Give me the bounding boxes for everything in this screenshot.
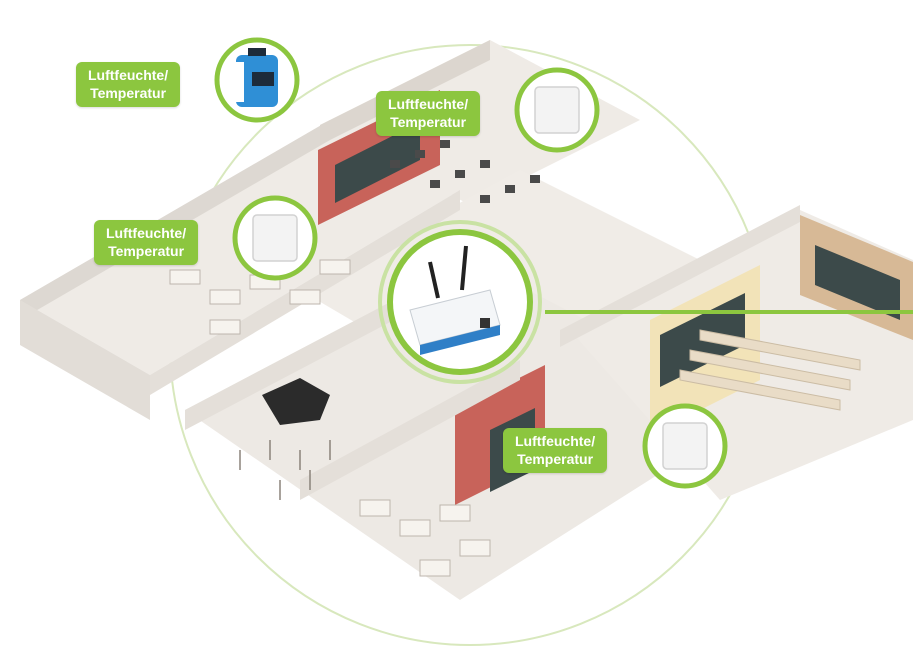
label-line-1: Luftfeuchte/ — [515, 433, 596, 449]
wall-sensor-icon — [662, 422, 708, 470]
label-line-1: Luftfeuchte/ — [88, 67, 169, 83]
sensor-badge-left — [232, 195, 318, 281]
label-line-2: Temperatur — [517, 451, 594, 467]
sensor-label-3: Luftfeuchte/ Temperatur — [94, 220, 199, 265]
label-line-1: Luftfeuchte/ — [106, 225, 187, 241]
blackboard-right — [815, 245, 900, 320]
wall-sensor-icon — [252, 214, 298, 262]
sensor-badge-bottom — [642, 403, 728, 489]
sensor-label-2: Luftfeuchte/ Temperatur — [376, 91, 481, 136]
sensor-badge-top — [514, 67, 600, 153]
piano — [262, 378, 330, 425]
art-tables — [359, 499, 491, 577]
music-stands — [239, 440, 331, 500]
wall-sensor-icon — [534, 86, 580, 134]
lecture-benches — [679, 329, 861, 411]
battery-sensor-icon — [236, 48, 278, 107]
sensor-badge-blue — [214, 37, 300, 123]
label-line-1: Luftfeuchte/ — [388, 96, 469, 112]
computer-desks — [390, 140, 540, 203]
wall-left-front — [20, 300, 150, 420]
sensor-label-4: Luftfeuchte/ Temperatur — [503, 428, 608, 473]
label-line-2: Temperatur — [390, 114, 467, 130]
gateway-badge — [378, 220, 542, 384]
sensor-label-1: Luftfeuchte/ Temperatur — [76, 62, 181, 107]
blackboard-top — [335, 122, 420, 203]
wireless-gateway-icon — [409, 245, 501, 355]
label-line-2: Temperatur — [108, 243, 185, 259]
label-line-2: Temperatur — [90, 85, 167, 101]
desks-left-room — [169, 259, 351, 335]
